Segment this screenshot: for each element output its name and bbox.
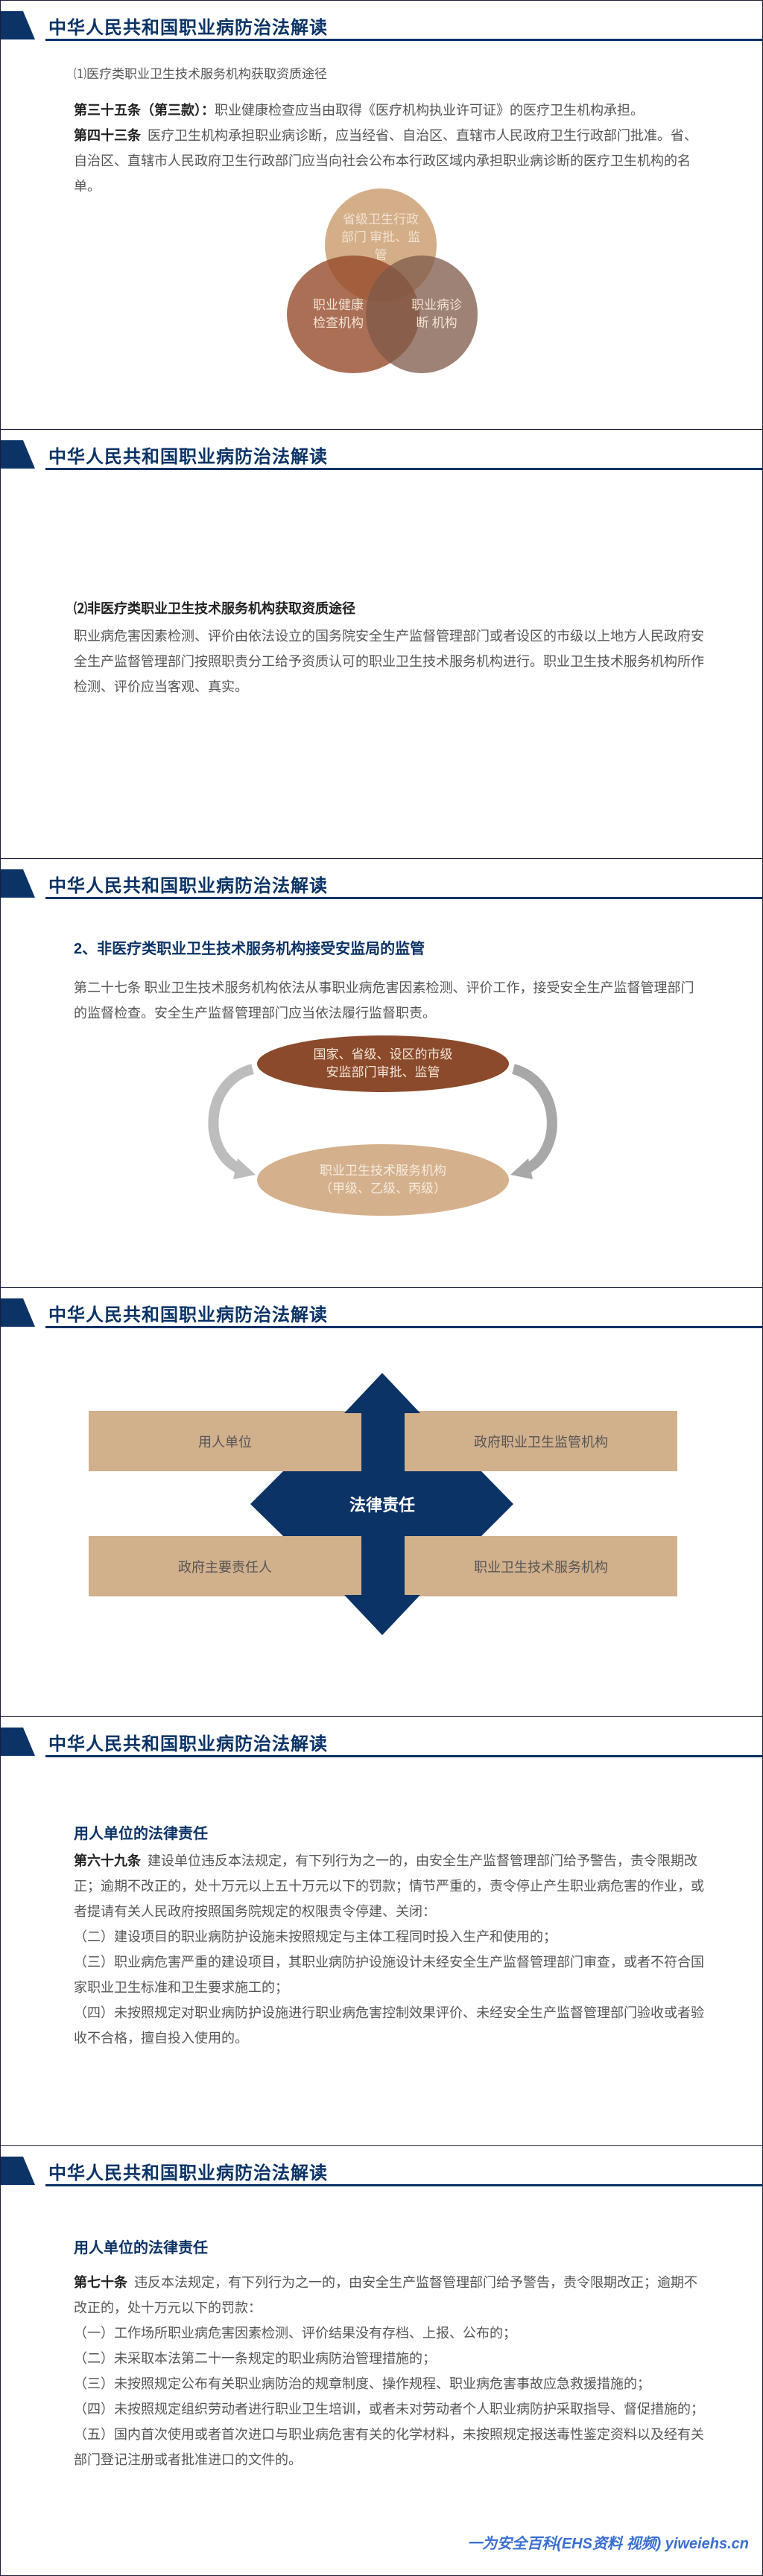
- article-body: 建设单位违反本法规定，有下列行为之一的，由安全生产监督管理部门给予警告，责令限期…: [74, 1853, 704, 1919]
- slide-6: 中华人民共和国职业病防治法解读 用人单位的法律责任 第七十条 违反本法规定，有下…: [0, 2145, 763, 2576]
- ellipse-label: 国家、省级、设区的市级安监部门审批、监管: [313, 1047, 453, 1079]
- up-arrow: [344, 1373, 420, 1471]
- header-rule: [45, 39, 762, 41]
- supervisor-ellipse: 国家、省级、设区的市级安监部门审批、监管: [257, 1035, 509, 1092]
- section-heading: 用人单位的法律责任: [74, 2240, 208, 2256]
- section-body: 第二十七条 职业卫生技术服务机构依法从事职业病危害因素检测、评价工作，接受安全生…: [74, 980, 694, 1021]
- down-arrow: [344, 1536, 420, 1635]
- slide-3: 中华人民共和国职业病防治法解读 2、非医疗类职业卫生技术服务机构接受安监局的监管…: [0, 858, 763, 1288]
- left-curved-arrow: [208, 1064, 255, 1176]
- ellipse-label: 职业卫生技术服务机构（甲级、乙级、丙级）: [320, 1164, 446, 1196]
- venn-label: 职业健康检查机构: [313, 298, 364, 330]
- slide-title: 中华人民共和国职业病防治法解读: [48, 1305, 328, 1325]
- box-employer: 用人单位: [89, 1411, 361, 1471]
- header-rule: [45, 1755, 762, 1757]
- slide-4: 中华人民共和国职业病防治法解读 用人单位 政府职业卫生监管机构 政府主要责任人 …: [0, 1287, 763, 1717]
- list-item: （四）未按照规定组织劳动者进行职业卫生培训，或者未对劳动者个人职业病防护采取指导…: [74, 2402, 704, 2417]
- article-body: 违反本法规定，有下列行为之一的，由安全生产监督管理部门给予警告，责令限期改正；逾…: [74, 2275, 697, 2315]
- header-rule: [45, 468, 762, 470]
- venn-label: 省级卫生行政部门 审批、监管: [341, 212, 421, 262]
- header-band: [1, 1728, 35, 1756]
- header-rule: [45, 1326, 762, 1328]
- box-service-org: 职业卫生技术服务机构: [405, 1536, 677, 1596]
- list-item: （二）未采取本法第二十一条规定的职业病防治管理措施的；: [74, 2351, 436, 2366]
- right-arrowhead: [510, 1158, 533, 1179]
- article-label: 第六十九条: [74, 1853, 141, 1868]
- slide-2: 中华人民共和国职业病防治法解读 ⑵非医疗类职业卫生技术服务机构获取资质途径 职业…: [0, 429, 763, 859]
- slide-title: 中华人民共和国职业病防治法解读: [48, 447, 328, 467]
- box-gov-official: 政府主要责任人: [89, 1536, 361, 1596]
- center-hexagon: [250, 1471, 513, 1536]
- slide-title: 中华人民共和国职业病防治法解读: [48, 1734, 328, 1754]
- slide-1: 中华人民共和国职业病防治法解读 ⑴医疗类职业卫生技术服务机构获取资质途径 第三十…: [0, 0, 763, 430]
- header-band: [1, 2157, 35, 2185]
- list-item: （三）职业病危害严重的建设项目，其职业病防护设施设计未经安全生产监督管理部门审查…: [74, 1955, 704, 1995]
- box-gov-regulator: 政府职业卫生监管机构: [405, 1411, 677, 1471]
- article-body: 医疗卫生机构承担职业病诊断，应当经省、自治区、直辖市人民政府卫生行政部门批准。省…: [74, 128, 697, 194]
- list-item: （三）未按照规定公布有关职业病防治的规章制度、操作规程、职业病危害事故应急救援措…: [74, 2376, 650, 2391]
- slide-title: 中华人民共和国职业病防治法解读: [48, 2163, 328, 2183]
- center-label: 法律责任: [349, 1496, 415, 1514]
- header-rule: [45, 2184, 762, 2186]
- article-body: 职业健康检查应当由取得《医疗机构执业许可证》的医疗卫生机构承担。: [215, 103, 644, 118]
- article-text: 第三十五条（第三款）：职业健康检查应当由取得《医疗机构执业许可证》的医疗卫生机构…: [74, 98, 707, 199]
- section-heading: 2、非医疗类职业卫生技术服务机构接受安监局的监管: [74, 941, 425, 957]
- slide-title: 中华人民共和国职业病防治法解读: [48, 18, 328, 38]
- article-text: 第七十条 违反本法规定，有下列行为之一的，由安全生产监督管理部门给予警告，责令限…: [74, 2270, 707, 2472]
- section-subtitle: ⑵非医疗类职业卫生技术服务机构获取资质途径: [74, 601, 355, 616]
- list-item: （一）工作场所职业病危害因素检测、评价结果没有存档、上报、公布的；: [74, 2326, 516, 2341]
- section-body: 职业病危害因素检测、评价由依法设立的国务院安全生产监督管理部门或者设区的市级以上…: [74, 629, 704, 694]
- venn-label: 职业病诊断 机构: [411, 298, 462, 330]
- left-arrowhead: [233, 1158, 256, 1179]
- service-org-ellipse: 职业卫生技术服务机构（甲级、乙级、丙级）: [257, 1144, 509, 1216]
- section-heading: 用人单位的法律责任: [74, 1826, 208, 1842]
- section-subtitle: ⑴医疗类职业卫生技术服务机构获取资质途径: [74, 67, 327, 81]
- article-label: 第三十五条（第三款）：: [74, 103, 215, 118]
- slide-5: 中华人民共和国职业病防治法解读 用人单位的法律责任 第六十九条 建设单位违反本法…: [0, 1716, 763, 2146]
- list-item: （四）未按照规定对职业病防护设施进行职业病危害控制效果评价、未经安全生产监督管理…: [74, 2005, 704, 2046]
- list-item: （二）建设项目的职业病防护设施未按照规定与主体工程同时投入生产和使用的；: [74, 1929, 557, 1944]
- right-curved-arrow: [511, 1064, 557, 1176]
- venn-circle-right: 职业病诊断 机构: [366, 256, 478, 373]
- article-text: 第六十九条 建设单位违反本法规定，有下列行为之一的，由安全生产监督管理部门给予警…: [74, 1848, 707, 2051]
- header-rule: [45, 897, 762, 899]
- article-label: 第四十三条: [74, 128, 141, 143]
- cycle-arrows: [208, 1064, 557, 1179]
- header-band: [1, 11, 35, 39]
- watermark-link[interactable]: 一为安全百科(EHS资料 视频) yiweiehs.cn: [467, 2536, 749, 2552]
- article-label: 第七十条: [74, 2275, 127, 2290]
- slide-title: 中华人民共和国职业病防治法解读: [48, 876, 328, 896]
- list-item: （五）国内首次使用或者首次进口与职业病危害有关的化学材料，未按照规定报送毒性鉴定…: [74, 2427, 704, 2467]
- legal-liability-cross: [250, 1373, 513, 1635]
- header-band: [1, 440, 35, 469]
